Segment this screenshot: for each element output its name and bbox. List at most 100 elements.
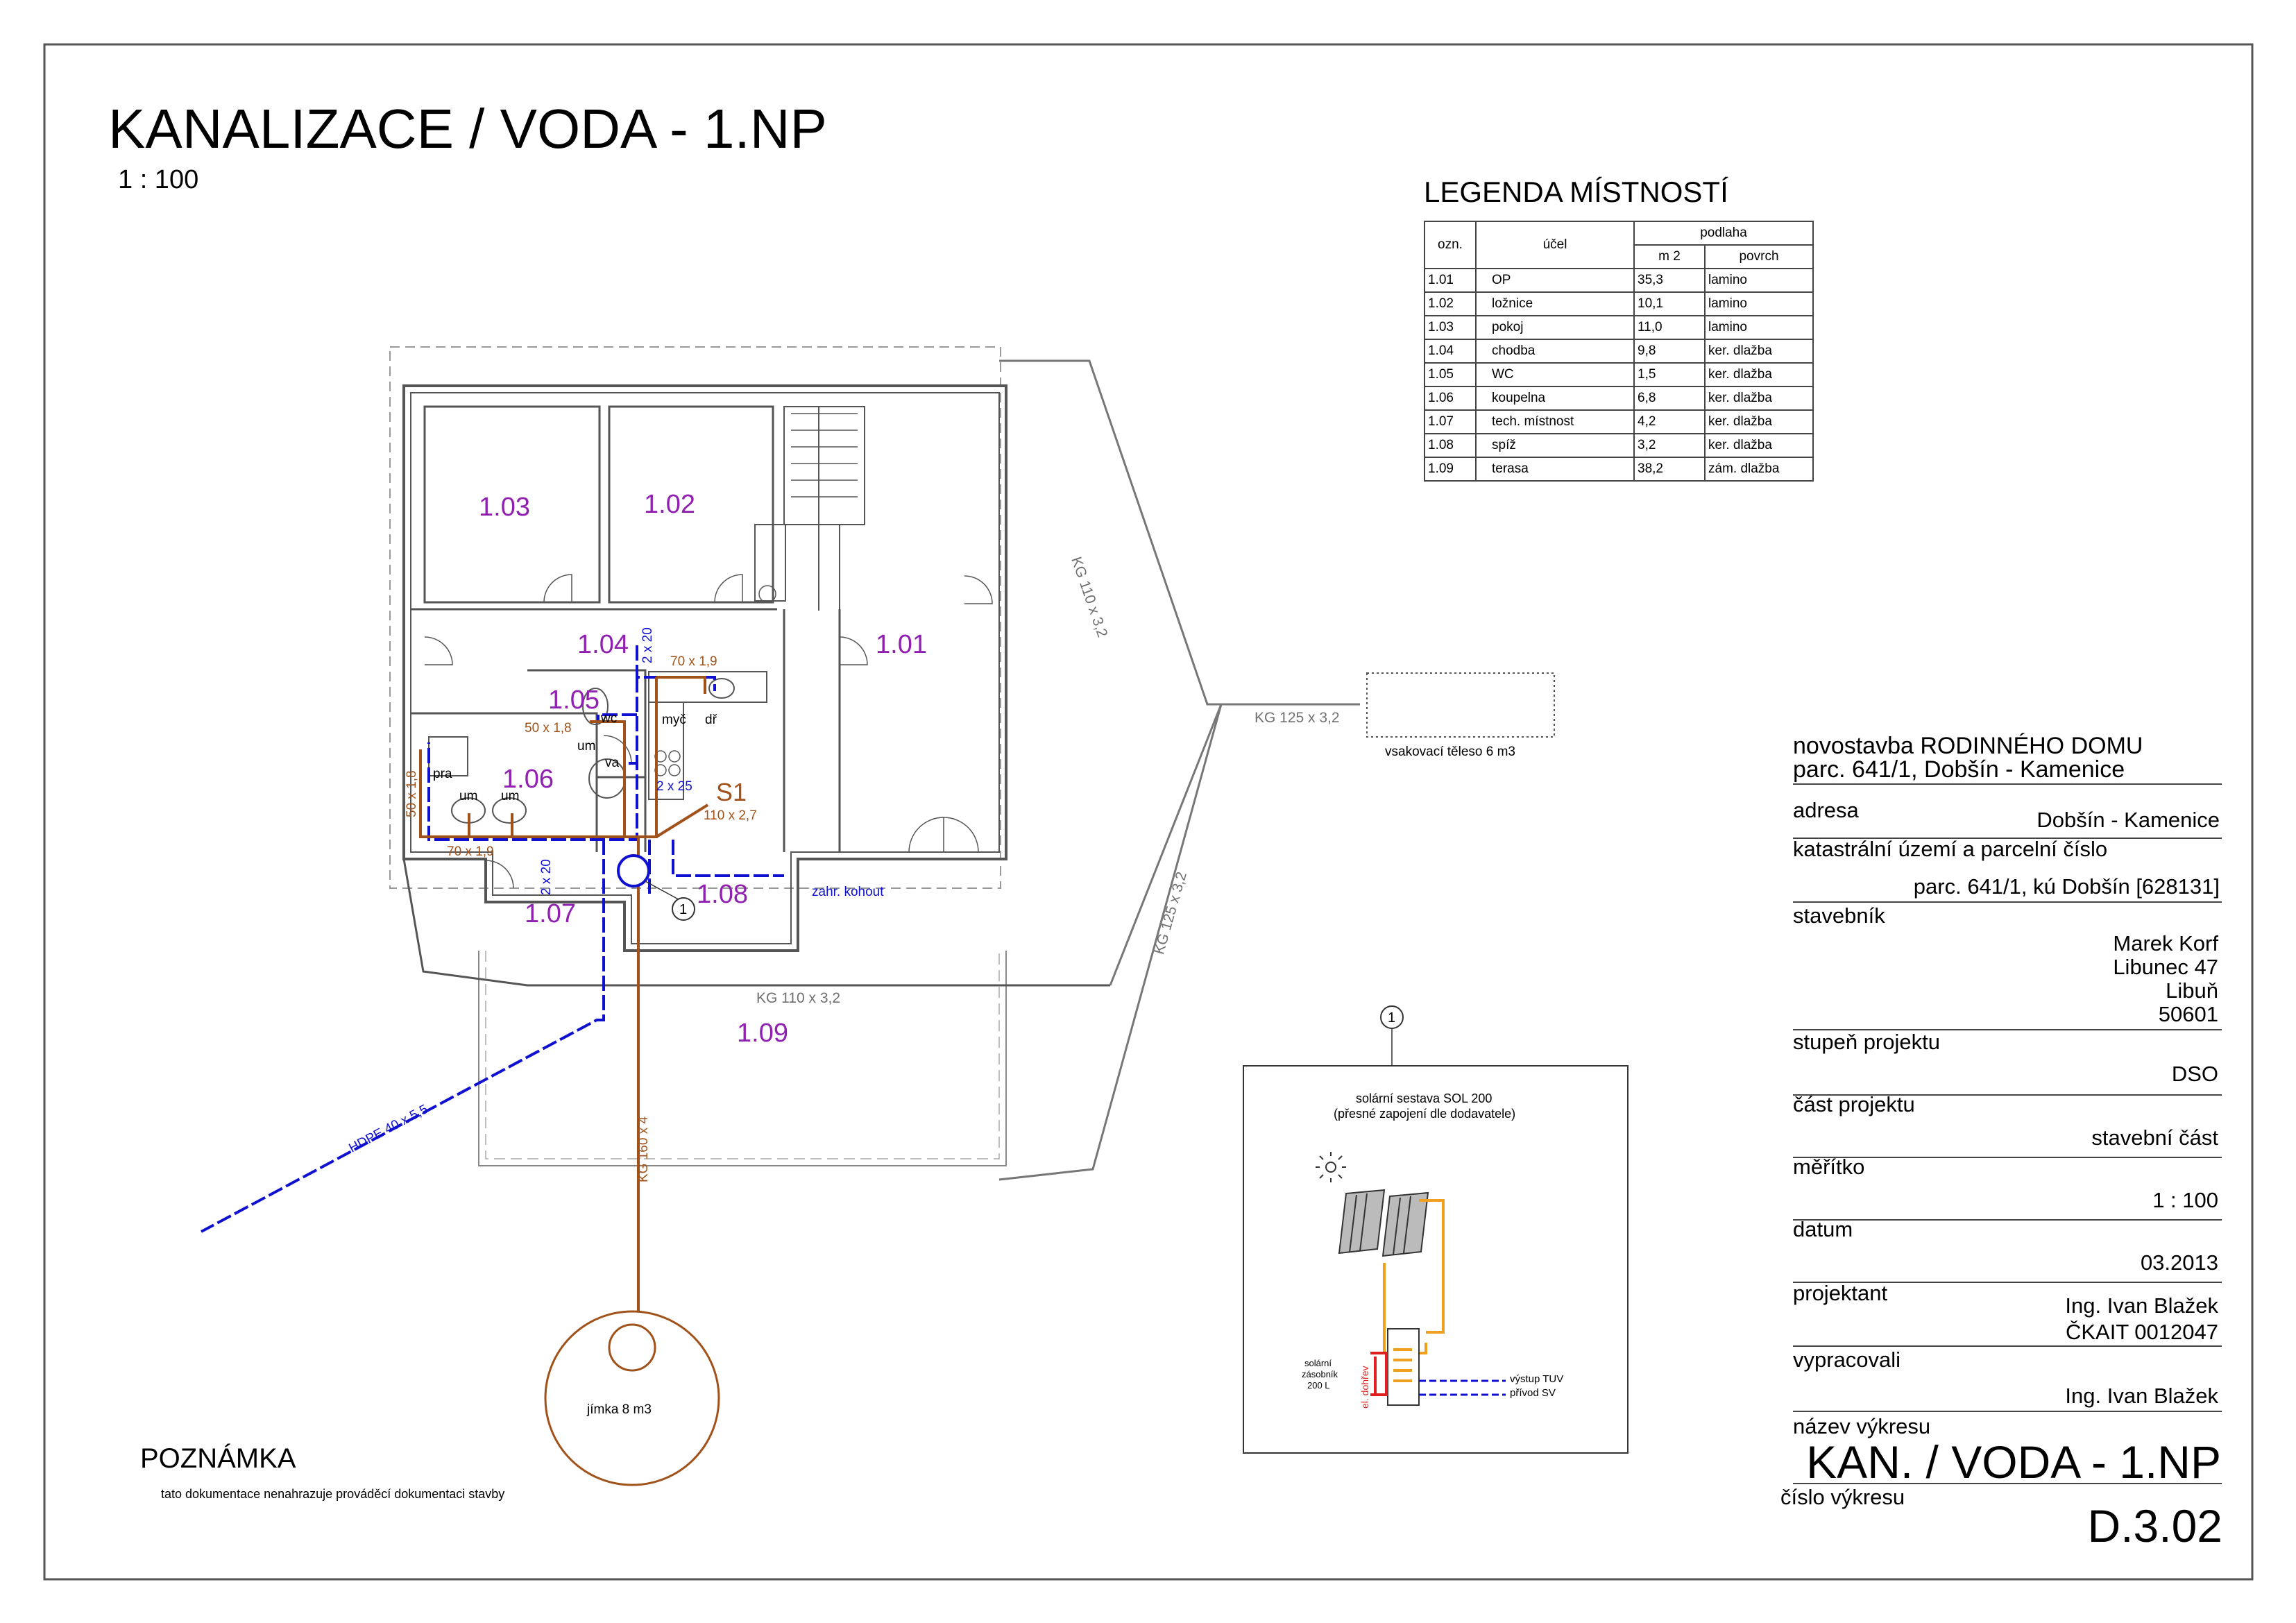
drawing-scale: 1 : 100 [118,165,199,194]
detail-out-tuv: výstup TUV [1510,1373,1564,1385]
legend-cell-area: 38,2 [1633,457,1706,482]
legend-cell-area: 11,0 [1633,315,1706,340]
legend-cell-use: WC [1475,362,1635,387]
label-50x1-8-wc: 50 x 1,8 [525,721,572,736]
tb-stage: DSO [2171,1062,2218,1086]
tb-designer-id: ČKAIT 0012047 [2065,1320,2218,1344]
tb-client-name: Marek Korf [2113,931,2218,955]
detail-tank-2: zásobník [1302,1369,1338,1379]
label-2x20-top: 2 x 20 [640,627,655,663]
legend-header-area: m 2 [1633,244,1706,269]
solar-tank-icon [1387,1328,1420,1406]
detail-callout-circle [1380,1005,1404,1029]
legend-cell-surface: lamino [1704,291,1814,316]
legend-cell-surface: zám. dlažba [1704,457,1814,482]
legend-cell-surface: lamino [1704,315,1814,340]
callout-1-circle [672,897,695,921]
sewer-external-lines [998,359,1360,1181]
label-garden-tap: zahr. kohout [812,885,884,899]
fixture-pra: pra [433,767,452,781]
water-lines [201,645,784,1233]
legend-cell-use: terasa [1475,457,1635,482]
legend-cell-area: 35,3 [1633,268,1706,293]
label-2x25: 2 x 25 [656,779,692,794]
tb-client-city: Libuň [2166,978,2218,1003]
label-70x1-9-top: 70 x 1,9 [670,654,717,669]
legend-cell-code: 1.04 [1424,339,1477,364]
floor-plan [389,346,1110,1166]
legend-header-use: účel [1475,221,1635,269]
tb-drawing-name-label: název výkresu [1793,1414,1931,1438]
legend-header-floor: podlaha [1633,221,1814,246]
room-1-09: 1.09 [737,1019,788,1048]
tb-cadastre-label: katastrální území a parcelní číslo [1793,837,2108,861]
legend-cell-use: tech. místnost [1475,409,1635,434]
tb-address: Dobšín - Kamenice [2036,808,2220,832]
detail-tank-3: 200 L [1307,1380,1330,1391]
cesspool-tank [544,1310,720,1486]
legend-cell-code: 1.07 [1424,409,1477,434]
legend-cell-surface: ker. dlažba [1704,362,1814,387]
legend-cell-code: 1.06 [1424,386,1477,411]
tb-client-zip: 50601 [2158,1002,2218,1026]
tb-project-1: novostavba RODINNÉHO DOMU [1793,733,2143,759]
detail-title-1: solární sestava SOL 200 [1356,1091,1493,1105]
fixture-myc: myč [662,713,686,727]
drawing-title: KANALIZACE / VODA - 1.NP [108,98,827,160]
tb-drawing-no: D.3.02 [2087,1500,2222,1552]
legend-title: LEGENDA MÍSTNOSTÍ [1424,176,1728,208]
fixture-um-2: um [501,789,520,804]
tb-designer-label: projektant [1793,1281,1888,1305]
title-block-lines [1793,783,2222,1484]
note-title: POZNÁMKA [140,1443,296,1474]
tb-client-label: stavebník [1793,903,1885,928]
legend-cell-surface: ker. dlažba [1704,409,1814,434]
legend-cell-use: OP [1475,268,1635,293]
legend-header-surface: povrch [1704,244,1814,269]
fixture-um-1: um [459,789,478,804]
legend-cell-use: pokoj [1475,315,1635,340]
label-70x1-9-bottom: 70 x 1,9 [447,844,494,859]
room-1-04: 1.04 [577,630,629,659]
tb-drawing-name: KAN. / VODA - 1.NP [1806,1436,2221,1488]
tb-address-label: adresa [1793,798,1859,822]
legend-cell-code: 1.08 [1424,433,1477,458]
tb-cadastre: parc. 641/1, kú Dobšín [628131] [1913,874,2220,899]
fixture-um-wc: um [577,739,596,754]
legend-header-code: ozn. [1424,221,1477,269]
detail-callout-number: 1 [1388,1010,1396,1026]
detail-title-2: (přesné zapojení dle dodavatele) [1334,1107,1516,1121]
label-kg125-horizontal: KG 125 x 3,2 [1255,710,1340,726]
detail-in-sv: přívod SV [1510,1387,1556,1399]
legend-cell-area: 4,2 [1633,409,1706,434]
room-1-03: 1.03 [479,493,530,522]
tb-date: 03.2013 [2140,1250,2218,1275]
tb-project-2: parc. 641/1, Dobšín - Kamenice [1793,756,2125,783]
legend-cell-code: 1.02 [1424,291,1477,316]
room-1-08: 1.08 [697,880,748,909]
label-110x2-7: 110 x 2,7 [704,808,757,823]
legend-cell-code: 1.09 [1424,457,1477,482]
legend-cell-surface: lamino [1704,268,1814,293]
sewer-lines [419,676,709,1311]
room-1-01: 1.01 [876,630,927,659]
legend-cell-code: 1.01 [1424,268,1477,293]
tb-stage-label: stupeň projektu [1793,1030,1940,1054]
legend-cell-surface: ker. dlažba [1704,386,1814,411]
solar-collector-icon [1338,1189,1429,1257]
sun-icon [1316,1152,1346,1182]
label-2x20-bottom: 2 x 20 [539,859,554,895]
room-1-02: 1.02 [644,490,695,519]
legend-cell-area: 1,5 [1633,362,1706,387]
legend-cell-area: 3,2 [1633,433,1706,458]
note-text: tato dokumentace nenahrazuje prováděcí d… [161,1487,505,1501]
tb-scale: 1 : 100 [2152,1188,2218,1212]
